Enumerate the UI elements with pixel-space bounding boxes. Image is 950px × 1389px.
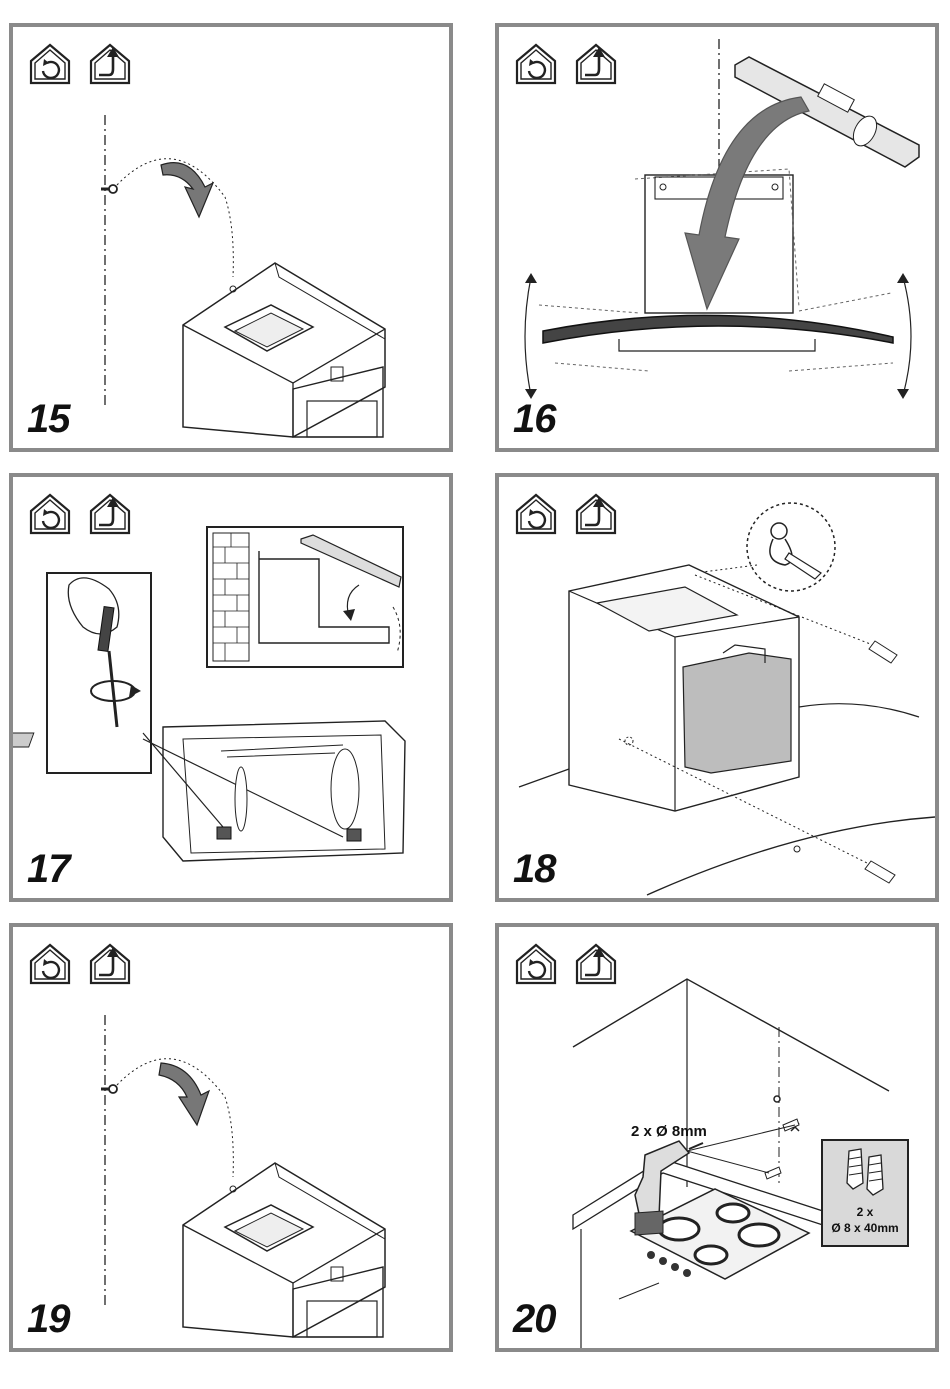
illustration-hang-hood-on-screw	[13, 27, 449, 448]
wall-plug-inset: 2 x Ø 8 x 40mm	[821, 1139, 909, 1247]
step-number: 18	[513, 847, 556, 892]
step-panel-15: 15	[9, 23, 453, 452]
step-number: 17	[27, 847, 70, 892]
keyhole-detail	[747, 503, 835, 591]
step-panel-19: 19	[9, 923, 453, 1352]
step-panel-16: 16	[495, 23, 939, 452]
wall-plug-count-label: 2 x	[823, 1205, 907, 1219]
step-number: 16	[513, 397, 556, 442]
drill-bit-size-label: 2 x Ø 8mm	[631, 1123, 707, 1140]
step-panel-20: 2 x Ø 8mm 2 x Ø 8 x 40mm 20	[495, 923, 939, 1352]
step-number: 20	[513, 1297, 556, 1342]
illustration-level-hood	[499, 27, 935, 448]
illustration-adjust-level-screws	[13, 477, 449, 898]
illustration-lower-hood-onto-screw	[13, 927, 449, 1348]
illustration-mark-fixing-holes	[499, 477, 935, 898]
lift-arrow	[161, 163, 213, 217]
step-number: 15	[27, 397, 70, 442]
wall-plug-icon	[823, 1143, 907, 1203]
illustration-drill-wall	[499, 927, 935, 1348]
glass-canopy	[543, 315, 893, 343]
wall-plug-size-label: Ø 8 x 40mm	[823, 1221, 907, 1235]
step-number: 19	[27, 1297, 70, 1342]
wall-screw	[109, 1085, 117, 1093]
wall-screw	[109, 185, 117, 193]
step-panel-18: 18	[495, 473, 939, 902]
step-panel-17: 17	[9, 473, 453, 902]
